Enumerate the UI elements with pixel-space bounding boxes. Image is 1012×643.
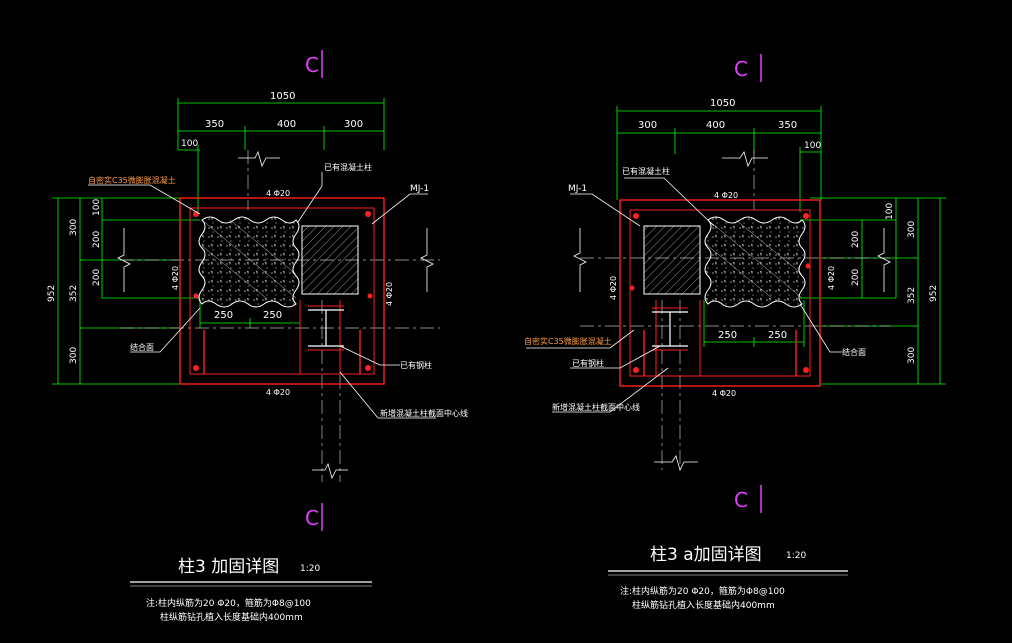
- left-steel-column: [308, 305, 344, 351]
- note-line-2: 柱纵筋钻孔植入长度基础内400mm: [160, 611, 303, 623]
- dim-100: 100: [804, 141, 821, 151]
- label-steel-column: 已有钢柱: [572, 358, 604, 368]
- rebar-right-label: 4 Φ20: [385, 282, 394, 306]
- right-break-lines: [573, 151, 891, 472]
- rebar-left-label: 4 Φ20: [609, 276, 618, 300]
- label-interface: 结合面: [842, 347, 866, 357]
- dim-left-352: 352: [69, 285, 79, 302]
- dim-bottom-250b: 250: [263, 310, 282, 321]
- dim-left-300b: 300: [69, 347, 79, 364]
- dim-left-100: 100: [92, 199, 102, 216]
- dim-right-352: 352: [907, 287, 917, 304]
- label-axis: 新增混凝土柱截面中心线: [380, 408, 468, 418]
- dim-seg-1: 300: [638, 120, 657, 131]
- dim-seg-3: 300: [344, 119, 363, 130]
- rebar-top-label: 4 Φ20: [266, 189, 290, 198]
- rebar-right-label: 4 Φ20: [827, 266, 836, 290]
- dim-bottom-250a: 250: [214, 310, 233, 321]
- dim-bottom-250a: 250: [718, 330, 737, 341]
- dim-right-300a: 300: [907, 221, 917, 238]
- rebar-bottom-label: 4 Φ20: [712, 389, 736, 398]
- right-section-mark-bottom: C: [734, 485, 762, 513]
- dim-left-200a: 200: [92, 231, 102, 248]
- right-detail: C C 1050 300 400 350 100: [524, 54, 946, 611]
- rebar-left-label: 4 Φ20: [171, 266, 180, 290]
- dim-952: 952: [47, 285, 57, 302]
- label-axis: 新增混凝土柱截面中心线: [552, 402, 640, 412]
- note-line-1: 注:柱内纵筋为20 Φ20，箍筋为Φ8@100: [620, 585, 785, 597]
- detail-title: 柱3 加固详图: [178, 557, 279, 577]
- note-line-1: 注:柱内纵筋为20 Φ20，箍筋为Φ8@100: [146, 597, 311, 609]
- right-section-mark-top: C: [734, 54, 762, 82]
- left-leaders: [88, 172, 436, 419]
- left-section-mark-bottom: C: [305, 503, 323, 531]
- section-label: C: [305, 506, 319, 530]
- right-side-dimensions: [800, 197, 946, 385]
- label-steel-column: 已有钢柱: [400, 360, 432, 370]
- rebar-bottom-label: 4 Φ20: [266, 388, 290, 397]
- detail-scale: 1:20: [300, 564, 320, 574]
- detail-title: 柱3 a加固详图: [650, 545, 762, 565]
- left-existing-column: [198, 216, 300, 308]
- dim-right-100: 100: [885, 203, 895, 220]
- right-leaders: [526, 177, 842, 413]
- dim-right-200b: 200: [851, 269, 861, 286]
- dim-left-300a: 300: [69, 219, 79, 236]
- rebar-top-label: 4 Φ20: [714, 191, 738, 200]
- label-mj: MJ-1: [410, 184, 429, 194]
- right-steel-column: [652, 307, 688, 351]
- section-label: C: [734, 57, 748, 81]
- dim-left-200b: 200: [92, 269, 102, 286]
- dim-seg-2: 400: [706, 120, 725, 131]
- dim-seg-1: 350: [205, 119, 224, 130]
- left-hatched-block: [301, 225, 359, 295]
- dim-right-300b: 300: [907, 347, 917, 364]
- dim-bottom-250b: 250: [768, 330, 787, 341]
- left-section-mark-top: C: [305, 50, 323, 78]
- left-side-dimensions: [52, 197, 200, 385]
- section-label: C: [734, 488, 748, 512]
- right-existing-column: [704, 216, 806, 308]
- right-bottom-dimensions: [703, 300, 805, 347]
- label-new-concrete: 自密实C35微膨胀混凝土: [524, 336, 612, 346]
- section-label: C: [305, 53, 319, 77]
- left-detail: C C 1050 350 400 300 100: [47, 50, 468, 623]
- label-existing-column: 已有混凝土柱: [622, 166, 670, 176]
- label-existing-column: 已有混凝土柱: [324, 162, 372, 172]
- dim-seg-2: 400: [277, 119, 296, 130]
- note-line-2: 柱纵筋钻孔植入长度基础内400mm: [632, 599, 775, 611]
- dim-100: 100: [181, 139, 198, 149]
- right-hatched-block: [643, 225, 701, 295]
- left-jacket-outline: [179, 197, 385, 385]
- detail-scale: 1:20: [786, 551, 806, 561]
- dim-total: 1050: [270, 91, 295, 102]
- dim-seg-3: 350: [778, 120, 797, 131]
- right-rebar: [629, 213, 811, 373]
- label-mj: MJ-1: [568, 184, 587, 194]
- dim-right-200a: 200: [851, 231, 861, 248]
- dim-total: 1050: [710, 98, 735, 109]
- label-new-concrete: 自密实C35微膨胀混凝土: [88, 175, 176, 185]
- dim-952: 952: [929, 285, 939, 302]
- label-interface: 结合面: [130, 342, 154, 352]
- left-top-dimensions: [177, 98, 385, 212]
- right-jacket-outline: [619, 199, 821, 387]
- right-top-dimensions: [616, 106, 822, 212]
- left-break-lines: [117, 150, 434, 480]
